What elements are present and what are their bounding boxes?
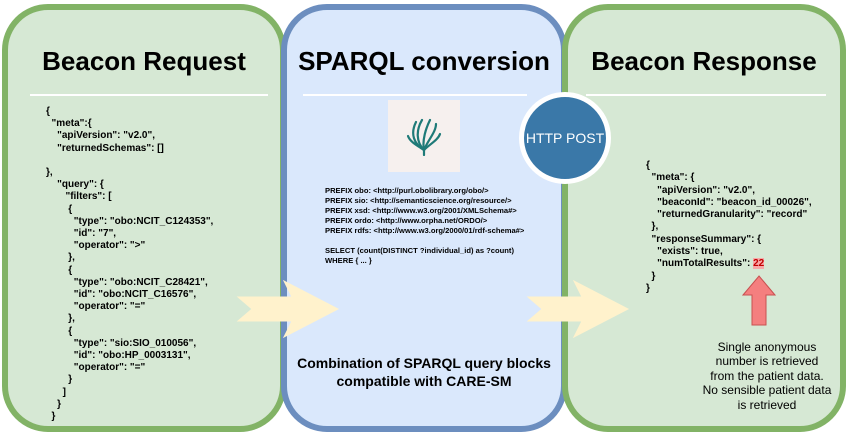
right-arrow-icon (526, 279, 630, 339)
response-divider (586, 94, 826, 96)
beacon-response-title: Beacon Response (591, 46, 817, 76)
sparql-conversion-title: SPARQL conversion (298, 46, 550, 76)
response-json-after: } } (646, 270, 656, 294)
beacon-request-panel: Beacon Request { "meta":{ "apiVersion": … (2, 4, 286, 432)
request-json-code: { "meta":{ "apiVersion": "v2.0", "return… (46, 106, 214, 423)
response-json-before: { "meta": { "apiVersion": "v2.0", "beaco… (646, 160, 812, 270)
num-total-results-value: 22 (753, 258, 765, 270)
sparql-divider (303, 94, 527, 96)
up-arrow-icon (742, 275, 776, 326)
leaf-logo-icon (388, 100, 460, 172)
sparql-query-code: PREFIX obo: <http://purl.obolibrary.org/… (325, 186, 525, 265)
right-arrow-icon (236, 279, 340, 339)
beacon-response-panel: Beacon Response { "meta": { "apiVersion"… (562, 4, 846, 432)
response-note: Single anonymous number is retrieved fro… (702, 340, 832, 412)
sparql-conversion-panel: SPARQL conversion PREFIX obo: <http://pu… (281, 4, 567, 432)
sparql-caption: Combination of SPARQL query blocks compa… (297, 355, 551, 389)
beacon-request-title: Beacon Request (42, 46, 246, 76)
request-divider (30, 94, 268, 96)
response-json-code: { "meta": { "apiVersion": "v2.0", "beaco… (646, 160, 812, 295)
http-post-badge: HTTP POST (519, 92, 611, 184)
